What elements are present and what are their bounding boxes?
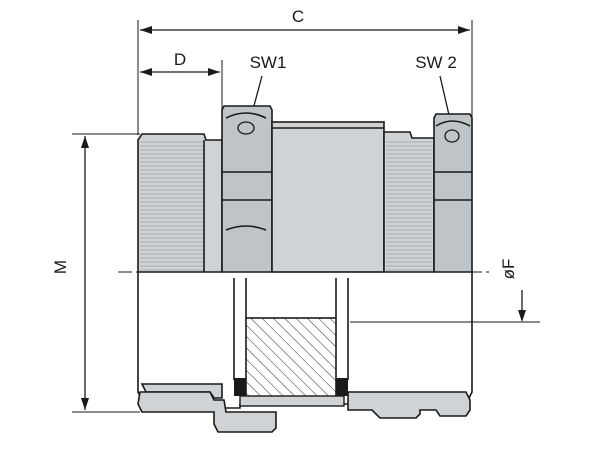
sw2-label: SW 2 xyxy=(415,53,457,72)
upper-exterior-view xyxy=(137,105,473,273)
dimension-f-label: øF xyxy=(499,259,518,280)
gasket-left xyxy=(234,378,246,396)
dimension-f: øF xyxy=(350,259,540,323)
dimension-c-label: C xyxy=(292,7,304,26)
dimension-c: C xyxy=(137,7,473,135)
dimension-d: D xyxy=(140,50,223,140)
dimension-m: M xyxy=(51,133,140,413)
lower-section-view xyxy=(137,272,473,433)
dimension-d-label: D xyxy=(174,50,186,69)
dimension-m-label: M xyxy=(51,260,70,274)
gasket-right xyxy=(336,378,348,396)
seal-insert xyxy=(245,317,337,403)
sw1-label: SW1 xyxy=(250,53,287,72)
